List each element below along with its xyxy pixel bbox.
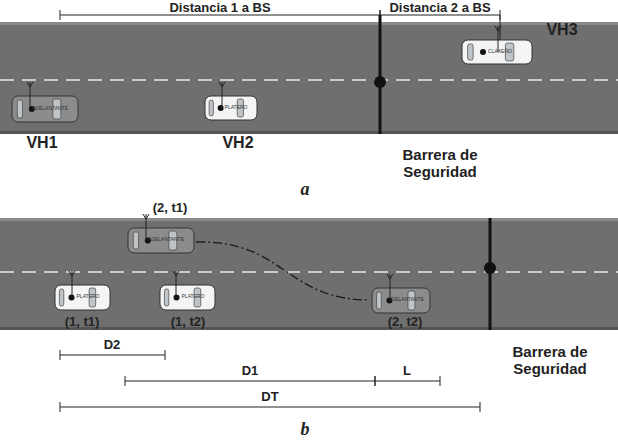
car-rear-window xyxy=(59,289,63,306)
dimension-tick xyxy=(60,402,61,412)
vehicle-label: VH1 xyxy=(26,134,57,152)
dimension-tick xyxy=(440,376,441,386)
dimension-label: D2 xyxy=(104,338,121,352)
lane-line xyxy=(0,79,618,81)
dimension-tick xyxy=(165,350,166,360)
position-label: (1, t1) xyxy=(65,315,100,329)
dimension-line xyxy=(60,355,165,356)
position-label: (2, t2) xyxy=(388,315,423,329)
car-dot xyxy=(218,105,224,111)
antenna xyxy=(143,214,149,219)
car-text: PLATERO xyxy=(182,294,205,300)
dimension-line xyxy=(60,407,480,408)
dimension-tick xyxy=(375,376,376,386)
antenna xyxy=(69,271,75,276)
barrier-label: Barrera de Seguridad xyxy=(380,147,500,180)
car-text: ADELANTANTE xyxy=(148,237,184,243)
car-rear-window xyxy=(209,100,213,116)
barrier-post xyxy=(484,262,496,274)
road-edge xyxy=(0,131,618,134)
trajectory xyxy=(196,242,370,300)
distance-label: Distancia 2 a BS xyxy=(389,1,490,15)
position-label: (1, t2) xyxy=(171,315,206,329)
dimension-tick xyxy=(125,376,126,386)
car-rear-window xyxy=(377,292,382,309)
panel-letter: b xyxy=(301,420,310,440)
antenna xyxy=(27,82,33,87)
car-body xyxy=(128,228,194,253)
car-rear-window xyxy=(164,289,168,306)
car-rear-window xyxy=(468,44,474,60)
vehicle-label: VH2 xyxy=(222,134,253,152)
car-text: CLAXEÑO xyxy=(488,49,512,55)
car-body xyxy=(12,96,78,122)
car-body xyxy=(205,96,257,120)
distance-label: Distancia 1 a BS xyxy=(169,1,270,15)
car-body xyxy=(372,288,430,313)
security-barrier xyxy=(379,15,382,134)
car-body xyxy=(160,285,215,310)
antenna xyxy=(173,271,179,276)
car-rear-window xyxy=(17,100,22,118)
road xyxy=(0,218,618,330)
car-text: PLATERO xyxy=(225,105,248,111)
car-text: ADELANTANTE xyxy=(32,106,68,112)
dimension-line xyxy=(375,381,440,382)
barrier-label: Barrera de Seguridad xyxy=(490,344,610,377)
car-body xyxy=(55,285,110,310)
road xyxy=(0,22,618,134)
panel-letter: a xyxy=(301,180,310,200)
dimension-tick xyxy=(60,10,61,20)
dimension-label: D1 xyxy=(242,364,259,378)
dimension-label: L xyxy=(403,364,411,378)
lane-line xyxy=(0,271,618,273)
car-text: PLATERO xyxy=(77,294,100,300)
position-label: (2, t1) xyxy=(153,201,188,215)
dimension-tick xyxy=(60,350,61,360)
barrier-post xyxy=(374,76,386,88)
vehicle-label: VH3 xyxy=(546,21,577,39)
car-text: ADELANTANTE xyxy=(388,297,424,303)
antenna xyxy=(495,26,501,31)
car-body xyxy=(462,40,532,64)
road-edge xyxy=(0,218,618,221)
dimension-label: DT xyxy=(261,390,278,404)
antenna xyxy=(387,274,393,279)
dimension-tick xyxy=(375,376,376,386)
road-edge xyxy=(0,22,618,25)
car-rear-window xyxy=(133,232,138,249)
car-dot xyxy=(480,49,486,55)
antenna xyxy=(219,82,225,87)
dimension-line xyxy=(125,381,375,382)
dimension-tick xyxy=(480,402,481,412)
